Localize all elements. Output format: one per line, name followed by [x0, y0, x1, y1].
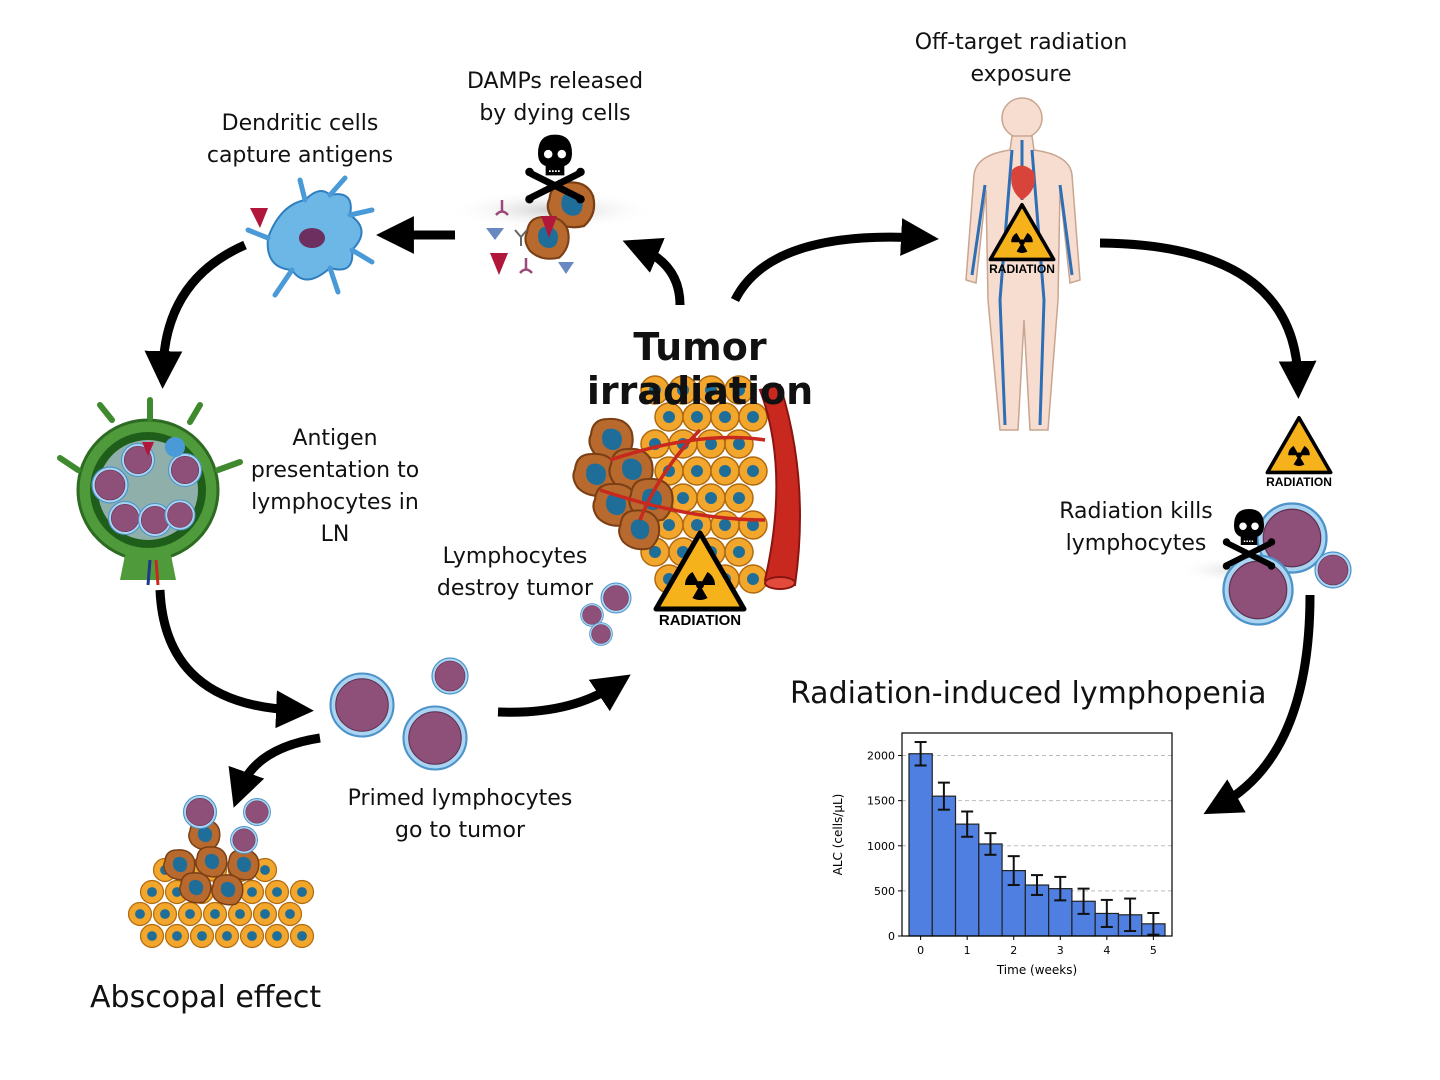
x-tick-label: 5: [1150, 944, 1157, 957]
tumor-cell: [289, 879, 315, 905]
tumor-cell: [696, 429, 726, 459]
abscopal-tumor-illustration: [127, 794, 315, 949]
chart-title: Radiation-induced lymphopenia: [790, 676, 1267, 711]
bar: [954, 823, 980, 937]
tumor-cell: [738, 564, 768, 594]
y-tick-label: 0: [888, 930, 895, 943]
lymph-node-illustration: [57, 397, 243, 586]
arrow-tumor-to-damps: [622, 238, 685, 306]
label-line: destroy tumor: [436, 576, 594, 601]
label-line: Primed lymphocytes: [347, 786, 573, 811]
arrow-primed-to-tumor: [497, 674, 631, 717]
arrow-primed-to-abscopal: [228, 733, 321, 808]
tumor-cell: [724, 483, 754, 513]
x-tick-label: 0: [917, 944, 924, 957]
label-line: Dendritic cells: [221, 111, 379, 136]
tumor-cell: [264, 923, 290, 949]
label-line: go to tumor: [394, 818, 525, 843]
label-line: Lymphocytes: [442, 544, 588, 569]
tumor-cell: [724, 429, 754, 459]
arrow-body-to-kills: [1099, 238, 1317, 399]
label-radiation-kills: Radiation kills lymphocytes: [1055, 496, 1217, 560]
label-lymphocytes-destroy: Lymphocytes destroy tumor: [430, 541, 600, 605]
radiation-sign-text-body: RADIATION: [989, 262, 1055, 276]
x-tick-label: 3: [1057, 944, 1064, 957]
label-dendritic-cells: Dendritic cells capture antigens: [200, 108, 400, 172]
label-line: presentation to: [250, 458, 420, 483]
tumor-cell: [277, 901, 303, 927]
tumor-cell: [264, 879, 290, 905]
x-tick-label: 4: [1103, 944, 1110, 957]
label-line: by dying cells: [479, 101, 631, 126]
tumor-cell: [289, 923, 315, 949]
killed-lymphocytes-illustration: RADIATION: [1175, 415, 1352, 626]
y-tick-label: 1500: [867, 795, 895, 808]
arrow-ln-to-primed: [155, 589, 314, 729]
tumor-cell: [239, 923, 265, 949]
label-off-target: Off-target radiation exposure: [900, 27, 1142, 91]
label-line: Off-target radiation: [914, 30, 1128, 55]
tumor-cell: [724, 537, 754, 567]
label-line: Radiation kills: [1059, 499, 1213, 524]
tumor-cell: [710, 456, 740, 486]
human-body-illustration: RADIATION: [965, 97, 1081, 431]
radiation-sign-text: RADIATION: [659, 612, 741, 629]
tumor-illustration: RADIATION: [572, 375, 801, 646]
tumor-cell: [696, 483, 726, 513]
label-line: lymphocytes: [1065, 531, 1207, 556]
tumor-cell: [139, 923, 165, 949]
tumor-cell: [152, 901, 178, 927]
tumor-cell: [202, 901, 228, 927]
tumor-cell: [139, 879, 165, 905]
y-tick-label: 2000: [867, 750, 895, 763]
label-damps: DAMPs released by dying cells: [455, 66, 655, 130]
plot-frame: [901, 732, 1173, 937]
flow-arrows: [144, 216, 1317, 815]
label-line: exposure: [970, 62, 1072, 87]
tumor-cell: [738, 456, 768, 486]
tumor-cell: [177, 901, 203, 927]
radiation-sign-kills: [1265, 415, 1333, 475]
x-tick-label: 1: [964, 944, 971, 957]
tumor-cell: [682, 456, 712, 486]
label-primed-lymphocytes: Primed lymphocytes go to tumor: [340, 783, 580, 847]
radiation-sign-text-kills: RADIATION: [1266, 475, 1332, 489]
tumor-cell: [239, 879, 265, 905]
label-line: Antigen: [292, 426, 378, 451]
tumor-cell: [189, 923, 215, 949]
dendritic-cell-illustration: [245, 175, 375, 298]
x-axis-label: Time (weeks): [996, 963, 1077, 977]
arrow-dendritic-to-ln: [144, 240, 247, 389]
tumor-cell: [164, 923, 190, 949]
tumor-cell: [127, 901, 153, 927]
tumor-cell: [252, 901, 278, 927]
title-tumor-irradiation: Tumor irradiation: [586, 325, 814, 413]
y-axis-label: ALC (cells/µL): [831, 794, 845, 876]
bar: [978, 843, 1003, 937]
arrow-kills-to-chart: [1203, 594, 1315, 815]
tumor-cell: [227, 901, 253, 927]
tumor-cell: [738, 510, 768, 540]
tumor-cell: [214, 923, 240, 949]
label-line: DAMPs released: [466, 69, 644, 94]
primed-lymphocytes-illustration: [329, 657, 469, 771]
y-tick-label: 1000: [867, 840, 895, 853]
label-abscopal-effect: Abscopal effect: [90, 980, 322, 1015]
y-tick-label: 500: [874, 885, 895, 898]
damps-illustration: [447, 135, 657, 275]
x-tick-label: 2: [1010, 944, 1017, 957]
arrow-tumor-to-body: [730, 218, 939, 303]
label-line: capture antigens: [206, 143, 394, 168]
bar: [908, 753, 933, 937]
label-line: lymphocytes in: [251, 490, 419, 515]
label-line: LN: [320, 522, 350, 547]
bar: [931, 795, 957, 937]
label-antigen-presentation: Antigen presentation to lymphocytes in L…: [240, 423, 430, 551]
